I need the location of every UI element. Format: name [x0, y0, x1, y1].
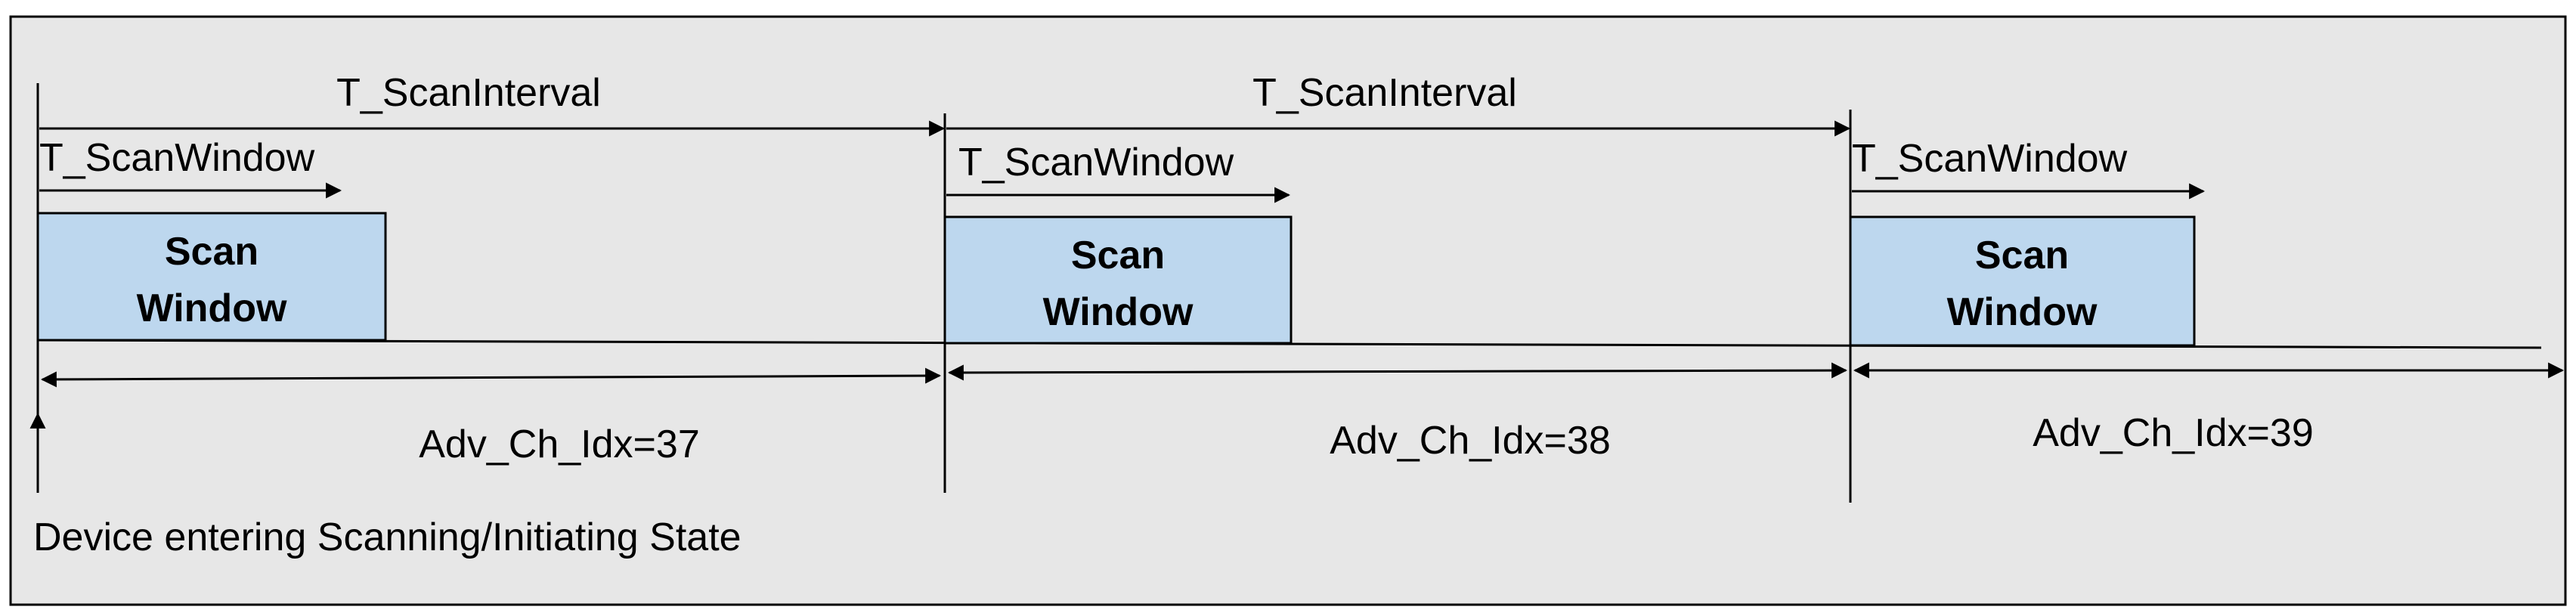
- scan-window-box-1-line1: Scan: [165, 230, 259, 274]
- scan-interval-label-1: T_ScanInterval: [336, 71, 601, 115]
- device-state-label: Device entering Scanning/Initiating Stat…: [33, 515, 742, 559]
- scan-window-box-2-line2: Window: [1043, 290, 1194, 334]
- scan-window-label-3: T_ScanWindow: [1852, 137, 2128, 181]
- scan-window-label-1: T_ScanWindow: [39, 136, 315, 180]
- scan-window-box-2-line1: Scan: [1071, 234, 1165, 277]
- adv-channel-arrow-2: [947, 362, 1848, 381]
- scan-window-label-2: T_ScanWindow: [958, 141, 1234, 184]
- adv-channel-label-2: Adv_Ch_Idx=38: [1330, 419, 1611, 463]
- scan-interval-label-2: T_ScanInterval: [1252, 71, 1517, 115]
- scan-window-box-1: [36, 212, 387, 342]
- adv-channel-label-3: Adv_Ch_Idx=39: [2033, 411, 2314, 455]
- adv-channel-label-1: Adv_Ch_Idx=37: [419, 423, 700, 466]
- adv-channel-arrow-1: [40, 367, 942, 388]
- scan-window-box-1-line2: Window: [137, 286, 287, 330]
- scan-window-box-2: [943, 215, 1293, 345]
- scan-window-box-3-line2: Window: [1947, 290, 2098, 334]
- scan-window-box-3: [1849, 215, 2196, 347]
- scan-window-box-3-line1: Scan: [1975, 234, 2069, 277]
